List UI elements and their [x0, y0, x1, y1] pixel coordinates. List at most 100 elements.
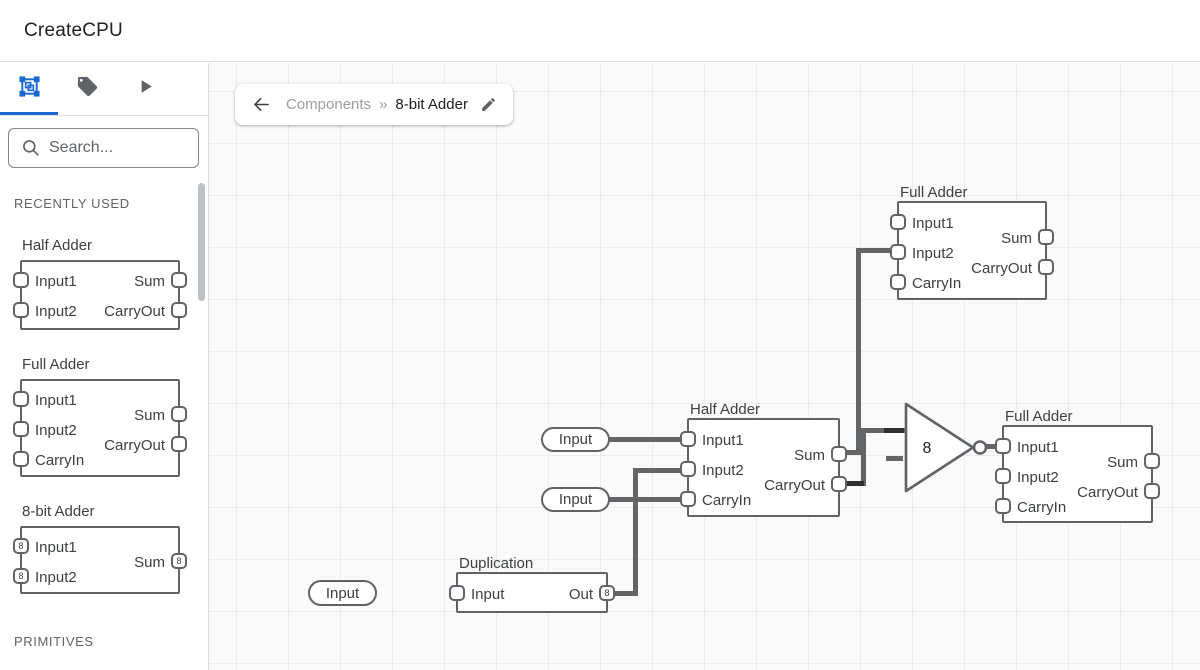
node-title: Half Adder — [690, 401, 761, 418]
port-label: Input — [471, 586, 505, 603]
search-icon — [23, 140, 39, 156]
tab-run[interactable] — [116, 63, 174, 115]
breadcrumb-separator: » — [379, 96, 388, 113]
port-label: Sum — [1001, 230, 1032, 247]
port-label: Input1 — [35, 392, 77, 409]
input-pin[interactable]: Input — [541, 427, 610, 452]
port-carryout[interactable] — [831, 476, 847, 492]
breadcrumb: Components » 8-bit Adder — [235, 84, 513, 125]
port-input2[interactable] — [13, 421, 29, 437]
breadcrumb-current: 8-bit Adder — [395, 96, 468, 113]
port-sum[interactable] — [1038, 229, 1054, 245]
port-sum[interactable] — [171, 406, 187, 422]
wire-segment[interactable] — [984, 443, 995, 449]
select-components-icon — [18, 75, 41, 103]
port-carryout[interactable] — [1144, 483, 1160, 499]
breadcrumb-parent[interactable]: Components — [286, 96, 372, 113]
port-sum[interactable]: 8 — [171, 553, 187, 569]
port-input1[interactable] — [680, 431, 696, 447]
component-title: Full Adder — [22, 356, 90, 373]
port-input2[interactable] — [13, 302, 29, 318]
port-label: CarryOut — [764, 477, 825, 494]
buffer-triangle — [904, 402, 975, 493]
port-out[interactable]: 8 — [599, 585, 615, 601]
port-label: CarryIn — [912, 275, 962, 292]
port-input1[interactable] — [890, 214, 906, 230]
port-input1[interactable] — [995, 438, 1011, 454]
wire-segment[interactable] — [855, 247, 861, 455]
port-sum[interactable] — [1144, 453, 1160, 469]
port-input2[interactable]: 8 — [13, 568, 29, 584]
node-title: Full Adder — [1005, 408, 1073, 425]
port-label: Sum — [134, 554, 165, 571]
tab-tags[interactable] — [58, 63, 116, 115]
port-label: Input2 — [1017, 469, 1059, 486]
back-arrow-icon[interactable] — [251, 94, 272, 115]
port-carryin[interactable] — [995, 498, 1011, 514]
port-label: Input1 — [702, 432, 744, 449]
wire-segment[interactable] — [860, 427, 866, 486]
port-label: CarryOut — [1077, 484, 1138, 501]
port-input1[interactable]: 8 — [13, 538, 29, 554]
port-input1[interactable] — [13, 391, 29, 407]
port-carryout[interactable] — [171, 302, 187, 318]
port-input2[interactable] — [890, 244, 906, 260]
recently-used-label: RECENTLY USED — [14, 196, 130, 211]
port-input1[interactable] — [13, 272, 29, 288]
port-label: Input1 — [1017, 439, 1059, 456]
wire-segment[interactable] — [614, 590, 638, 596]
input-pin[interactable]: Input — [308, 580, 377, 606]
buffer-width-label: 8 — [923, 440, 932, 457]
search-input[interactable] — [49, 139, 189, 157]
wire-segment[interactable] — [860, 427, 905, 433]
port-label: Out — [568, 586, 593, 603]
wire-segment[interactable] — [608, 436, 680, 442]
port-carryin[interactable] — [890, 274, 906, 290]
tab-components[interactable] — [0, 63, 58, 115]
port-label: Sum — [134, 407, 165, 424]
wire-segment[interactable] — [846, 449, 858, 455]
port-label: CarryOut — [104, 303, 165, 320]
port-label: CarryIn — [35, 452, 85, 469]
wire-segment[interactable] — [632, 467, 638, 596]
input-pin[interactable]: Input — [541, 487, 610, 512]
port-input2[interactable] — [680, 461, 696, 477]
wire-segment[interactable] — [855, 247, 890, 253]
port-carryout[interactable] — [171, 436, 187, 452]
port-label: Input2 — [35, 303, 77, 320]
search-box[interactable] — [8, 128, 199, 168]
buffer-gate[interactable]: 8 — [904, 402, 990, 494]
port-label: CarryIn — [702, 492, 752, 509]
port-carryin[interactable] — [13, 451, 29, 467]
component-title: Half Adder — [22, 237, 93, 254]
buffer-output-bubble[interactable] — [972, 440, 988, 455]
wire-segment[interactable] — [886, 455, 903, 461]
port-label: CarryIn — [1017, 499, 1067, 516]
edit-pencil-icon[interactable] — [480, 96, 497, 113]
port-label: Sum — [1107, 454, 1138, 471]
port-label: Input1 — [35, 539, 77, 556]
port-sum[interactable] — [831, 446, 847, 462]
port-input[interactable] — [449, 585, 465, 601]
wire-segment[interactable] — [632, 467, 681, 473]
port-carryin[interactable] — [680, 491, 696, 507]
wire-segment[interactable] — [846, 480, 864, 486]
sidebar-scrollbar[interactable] — [198, 183, 205, 301]
port-sum[interactable] — [171, 272, 187, 288]
wire-segment[interactable] — [608, 496, 680, 502]
wire-segment[interactable] — [884, 427, 904, 433]
port-input2[interactable] — [995, 468, 1011, 484]
port-carryout[interactable] — [1038, 259, 1054, 275]
